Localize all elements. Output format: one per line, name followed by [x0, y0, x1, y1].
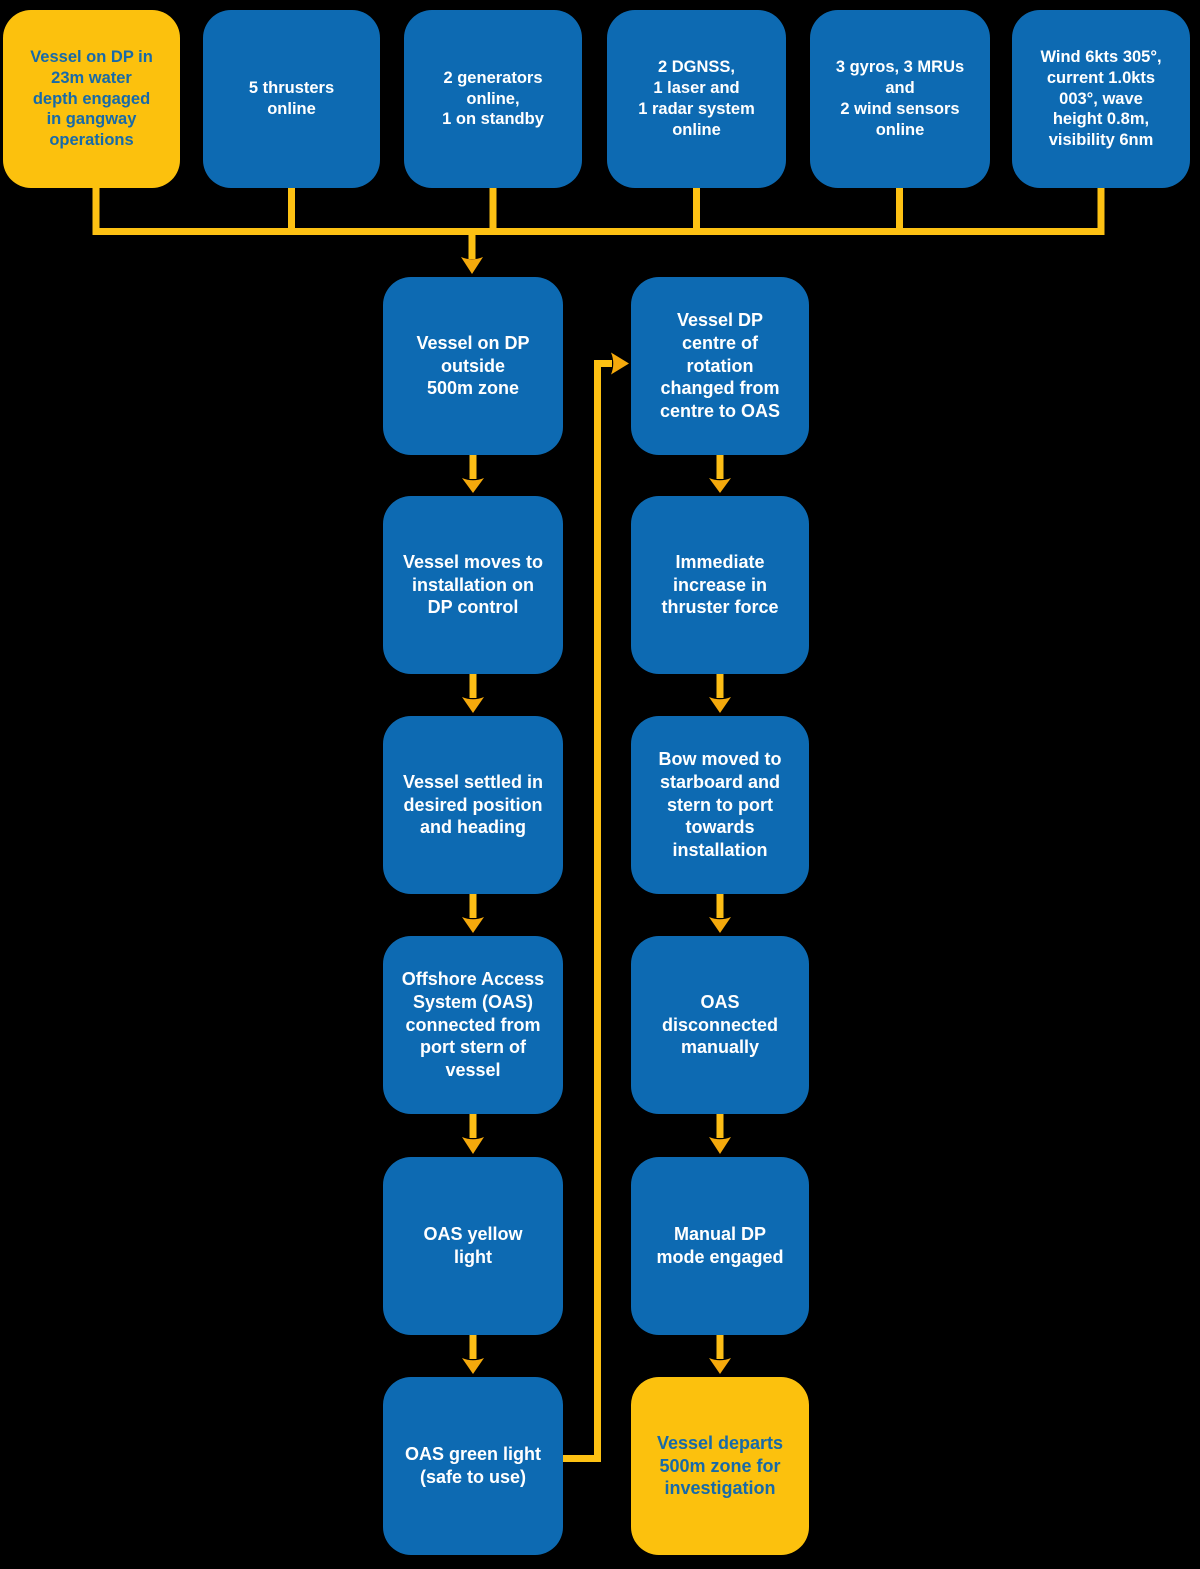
arrowhead-down-icon [461, 257, 483, 274]
node-outside-500m-zone: Vessel on DP outside 500m zone [383, 277, 563, 455]
node-label: Vessel DP centre of rotation changed fro… [659, 310, 781, 421]
node-generators-online: 2 generators online, 1 on standby [404, 10, 582, 188]
node-label: 2 generators online, 1 on standby [442, 68, 544, 129]
node-cor-changed-to-oas: Vessel DP centre of rotation changed fro… [631, 277, 809, 455]
node-sensors-online: 3 gyros, 3 MRUs and 2 wind sensors onlin… [810, 10, 990, 188]
node-label: Offshore Access System (OAS) connected f… [401, 969, 545, 1080]
arrowhead-right-icon [611, 352, 629, 375]
node-oas-disconnected: OAS disconnected manually [631, 936, 809, 1114]
node-label: Vessel settled in desired position and h… [402, 771, 544, 838]
node-position-references-online: 2 DGNSS, 1 laser and 1 radar system onli… [607, 10, 786, 188]
node-vessel-departs: Vessel departs 500m zone for investigati… [631, 1377, 809, 1555]
node-label: Vessel on DP in 23m water depth engaged … [30, 48, 153, 150]
left-column-arrows [462, 455, 484, 1374]
node-settled-position-heading: Vessel settled in desired position and h… [383, 716, 563, 894]
node-oas-yellow-light: OAS yellow light [383, 1157, 563, 1335]
node-thruster-force-increase: Immediate increase in thruster force [631, 496, 809, 674]
node-label: Wind 6kts 305°, current 1.0kts 003°, wav… [1040, 48, 1162, 150]
node-dp-gangway-start: Vessel on DP in 23m water depth engaged … [3, 10, 180, 188]
node-moves-to-installation: Vessel moves to installation on DP contr… [383, 496, 563, 674]
node-oas-connected: Offshore Access System (OAS) connected f… [383, 936, 563, 1114]
arrowhead-down-icon [709, 478, 731, 493]
arrowhead-down-icon [462, 478, 484, 493]
arrowhead-down-icon [709, 697, 731, 713]
arrowhead-down-icon [462, 1137, 484, 1154]
arrowhead-down-icon [709, 1137, 731, 1154]
node-bow-starboard-stern-port: Bow moved to starboard and stern to port… [631, 716, 809, 894]
arrowhead-down-icon [462, 917, 484, 933]
right-column-arrows [709, 455, 731, 1374]
node-label: OAS disconnected manually [661, 991, 779, 1058]
node-label: OAS yellow light [423, 1224, 523, 1267]
node-label: Bow moved to starboard and stern to port… [658, 749, 782, 860]
node-label: Manual DP mode engaged [656, 1224, 784, 1267]
node-label: Vessel on DP outside 500m zone [416, 332, 530, 399]
arrowhead-down-icon [709, 1358, 731, 1374]
arrowhead-down-icon [462, 1358, 484, 1374]
node-label: 5 thrusters online [248, 79, 335, 118]
node-label: Immediate increase in thruster force [661, 551, 779, 618]
node-label: 2 DGNSS, 1 laser and 1 radar system onli… [638, 58, 755, 139]
node-manual-dp-engaged: Manual DP mode engaged [631, 1157, 809, 1335]
feedback-connector [563, 352, 629, 1462]
node-label: 3 gyros, 3 MRUs and 2 wind sensors onlin… [835, 58, 965, 139]
node-label: Vessel departs 500m zone for investigati… [656, 1432, 784, 1499]
top-gather-connector [92, 184, 1105, 274]
node-thrusters-online: 5 thrusters online [203, 10, 380, 188]
arrowhead-down-icon [709, 917, 731, 933]
node-label: Vessel moves to installation on DP contr… [402, 551, 544, 618]
node-weather-conditions: Wind 6kts 305°, current 1.0kts 003°, wav… [1012, 10, 1190, 188]
node-label: OAS green light (safe to use) [404, 1444, 541, 1487]
node-oas-green-light: OAS green light (safe to use) [383, 1377, 563, 1555]
arrowhead-down-icon [462, 697, 484, 713]
